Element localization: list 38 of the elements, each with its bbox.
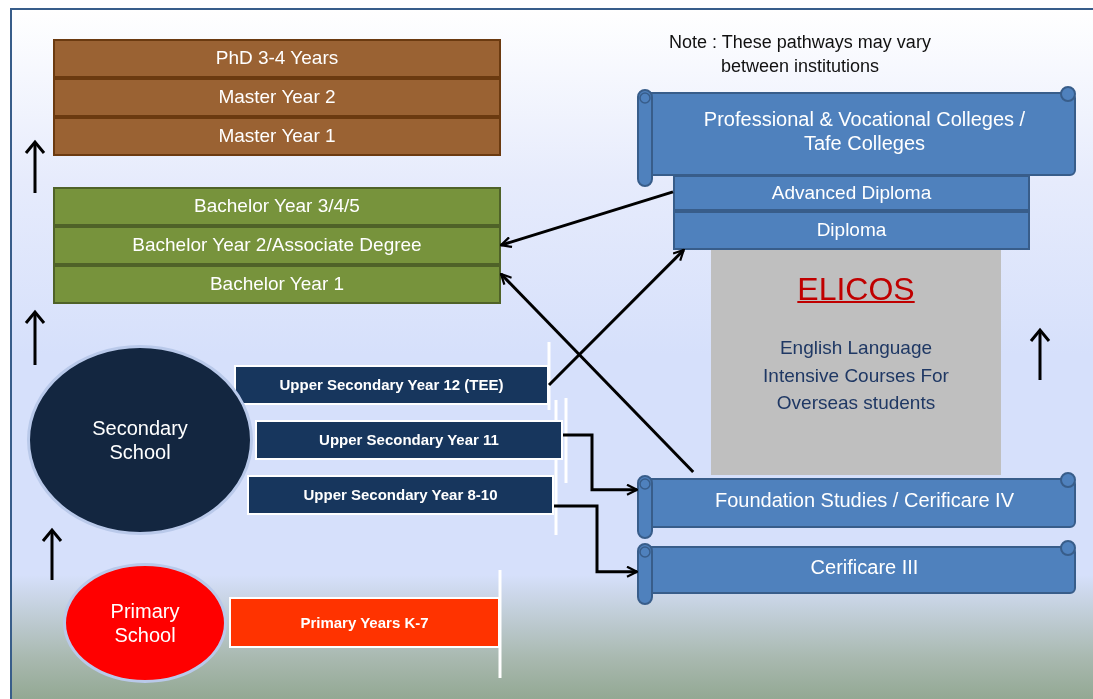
degree-row [53, 265, 501, 304]
year-bar [229, 597, 500, 648]
node-label: Professional & Vocational Colleges / Tafe Colleges [702, 107, 1027, 155]
node-label: Bachelor Year 2/Associate Degree [132, 234, 422, 257]
course-title: ELICOS [797, 270, 915, 309]
node-label: Bachelor Year 1 [209, 273, 345, 296]
arrow [563, 433, 639, 496]
note-text: Note : These pathways may vary between institutions [668, 31, 932, 79]
node-label: Upper Secondary Year 8-10 [303, 486, 498, 504]
degree-row [53, 187, 501, 226]
node-label: Master Year 2 [218, 86, 336, 109]
year-bar [255, 420, 563, 460]
node-label: Master Year 1 [218, 125, 336, 148]
diploma-row [673, 211, 1030, 250]
node-label: English Language Intensive Courses For Overseas students [762, 336, 950, 416]
degree-row [53, 78, 501, 117]
year-bar [247, 475, 554, 515]
arrow [499, 272, 695, 474]
arrow [547, 248, 685, 387]
node-label: Primary Years K-7 [300, 613, 429, 632]
node-label: Upper Secondary Year 11 [319, 431, 499, 449]
arrow [554, 504, 639, 578]
node-label: Upper Secondary Year 12 (TEE) [279, 376, 504, 394]
node-label: Bachelor Year 3/4/5 [194, 195, 360, 218]
year-bar [234, 365, 549, 405]
node-label: Diploma [816, 219, 887, 242]
degree-row [53, 117, 501, 156]
node-label: PhD 3-4 Years [215, 47, 339, 70]
node-label: Secondary School [91, 416, 189, 464]
course-panel [711, 250, 1001, 475]
node-label: Foundation Studies / Cerificare IV [714, 488, 1014, 512]
node-label: Cerificare III [810, 555, 919, 579]
degree-row [53, 39, 501, 78]
node-label: Advanced Diploma [771, 181, 932, 205]
degree-row [53, 226, 501, 265]
node-label: Primary School [109, 599, 181, 647]
diploma-row [673, 175, 1030, 211]
arrow [499, 190, 674, 249]
